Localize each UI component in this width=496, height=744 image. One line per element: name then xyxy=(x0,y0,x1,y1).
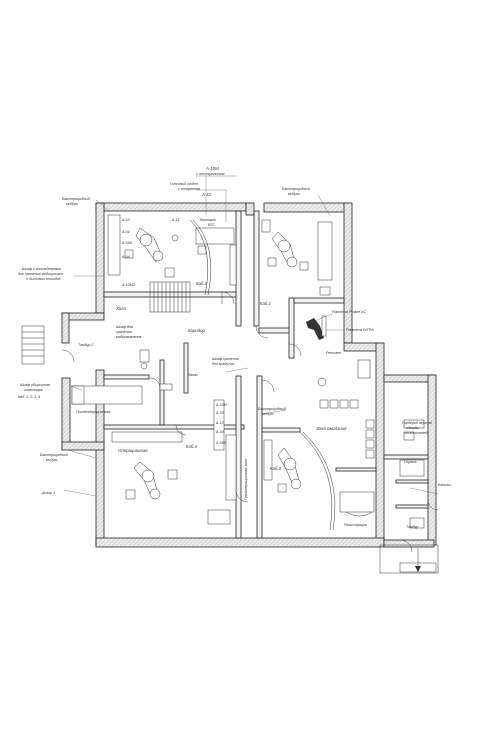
label-kontakt: Контакт xyxy=(200,218,216,222)
stairs-holl xyxy=(149,281,191,313)
label-a10m-sub: с интегральным xyxy=(196,172,225,176)
label-shkaf-kont-3: и бытовых отходов xyxy=(26,277,61,281)
dental-chair-kab1 xyxy=(267,231,309,271)
leader-lines xyxy=(63,175,439,497)
outer-walls xyxy=(61,202,439,574)
label-koridor: Коридор xyxy=(188,328,205,333)
label-shkaf-uborki-3: Каб. 1, 2, 3, 4 xyxy=(18,395,40,399)
furniture xyxy=(21,214,425,531)
label-kab1: Каб.1 xyxy=(260,301,272,306)
label-bakt-mid-2: модуль xyxy=(262,412,274,416)
room-labels: А-10М с интегральным Гипсовый отдел с ап… xyxy=(18,166,451,529)
label-planmeca-intra: Planmeca INTRA xyxy=(346,328,374,332)
label-shkaf-med: Шкаф для xyxy=(116,325,133,329)
dental-chair-kab3 xyxy=(277,447,302,493)
label-a11: А-11 xyxy=(171,218,179,222)
label-bakt-top-right-2: модуль xyxy=(288,192,300,196)
label-a10m2: А-10М xyxy=(215,403,227,407)
label-garderob-3: посетителей xyxy=(404,431,428,435)
label-garderob-2: одежды xyxy=(406,426,419,430)
label-gipsovy-sub: с аппаратом xyxy=(178,187,201,191)
label-operatsionnaya: Операционная xyxy=(118,448,148,453)
label-shkaf-uborki-2: инвентаря xyxy=(24,388,43,392)
label-shkaf-bez: Шкаф хранения xyxy=(212,357,239,361)
label-bakt-top-left-2: модуль xyxy=(66,202,78,206)
label-ohrana: Охрана xyxy=(404,460,417,464)
label-a12: А-12 xyxy=(201,192,212,197)
label-shkaf-kont: Шкаф с контейнерами xyxy=(22,267,61,271)
label-a06b: А-06Б xyxy=(121,241,133,245)
label-tambur2: Тамбур 2 xyxy=(78,343,93,347)
label-gipsovy: Гипсовый отдел xyxy=(170,182,198,186)
label-kab2: Каб.2 xyxy=(196,281,208,286)
dental-chair-kab2 xyxy=(124,227,179,278)
label-a10m: А-10М xyxy=(205,166,219,171)
label-bakt-mid: Бактерицидный xyxy=(258,407,286,411)
doors xyxy=(61,291,439,572)
label-bakt-top-left: Бактерицидный xyxy=(62,197,90,201)
label-zona-ozh: Зона ожидания xyxy=(316,426,347,431)
label-zapas: Запас xyxy=(188,373,198,377)
label-holl: Холл xyxy=(115,306,126,311)
waiting-chairs xyxy=(317,359,375,459)
label-bakt-top-right: Бактерицидный xyxy=(282,187,310,191)
label-kab3: Каб.3 xyxy=(270,466,282,471)
label-a06c: А-06Б xyxy=(215,441,227,445)
label-garderob: Гардероб верхней xyxy=(402,421,432,425)
exterior-steps xyxy=(21,325,45,365)
label-a10: А-10 xyxy=(121,218,130,222)
interior-walls xyxy=(103,210,429,539)
label-posleop: Послеоперационная xyxy=(76,410,110,414)
label-shkaf-kont-2: для хранения медицинских xyxy=(18,272,64,276)
label-a10mo: А-10МО xyxy=(121,283,136,287)
label-bakt-bottom-2: модуль xyxy=(46,458,58,462)
label-registratura: Регистрация xyxy=(344,523,367,527)
label-tambur: Тамбур xyxy=(406,525,418,529)
label-rentgen: Рентген xyxy=(326,351,341,355)
label-shkaf-med-3: медикаментов xyxy=(116,335,141,339)
label-bahily: Бахилы xyxy=(438,483,451,487)
label-a04d: А-04 xyxy=(215,430,224,434)
label-shkaf-uborki: Шкаф уборочного xyxy=(20,383,50,387)
label-shkaf-bez-2: без градусов xyxy=(212,362,234,366)
label-a04a: А-04 xyxy=(121,230,130,234)
label-kab4: Каб.4 xyxy=(186,444,198,449)
label-a04b: А-04 xyxy=(121,255,130,259)
label-shkaf-med-2: хранения xyxy=(115,330,132,334)
label-predoperats: Предоперационная зона xyxy=(244,459,248,500)
dental-chair-kab4 xyxy=(125,461,178,500)
label-bakt-bottom: Бактерицидный xyxy=(40,453,68,457)
label-dozor3: Дозор 3 xyxy=(41,491,55,495)
label-a04c: А-04 xyxy=(215,411,224,415)
label-kontakt-2: ВТС xyxy=(208,223,215,227)
label-a12b: А-12 xyxy=(215,421,224,425)
label-planmeca: Planmeca Proline XC xyxy=(332,310,367,314)
